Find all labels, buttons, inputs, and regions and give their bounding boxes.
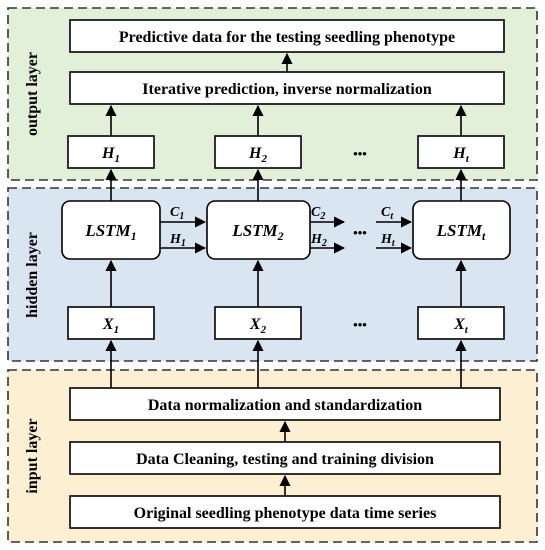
x-ellipsis: •••	[353, 317, 367, 332]
original-data-text: Original seedling phenotype data time se…	[134, 505, 437, 522]
output-ellipsis: •••	[353, 146, 367, 161]
iterative-prediction-text: Iterative prediction, inverse normalizat…	[142, 81, 432, 98]
x-node-2-label: X2	[249, 316, 267, 336]
x-node-t-label: Xt	[453, 316, 469, 336]
h-node-t-label: Ht	[452, 145, 469, 165]
iterative-prediction-box	[69, 71, 505, 105]
c2-label: C2	[311, 205, 325, 222]
output-layer-label: output layer	[24, 52, 41, 136]
h-node-2	[214, 135, 302, 169]
cleaning-box	[69, 441, 501, 475]
predictive-data-box	[69, 19, 505, 53]
lstm-cell-t-label: LSTMt	[436, 221, 486, 243]
normalization-box	[69, 387, 501, 421]
hidden-ellipsis: •••	[353, 225, 367, 240]
lstm-cell-2-label: LSTM2	[231, 221, 283, 243]
h1-label: H1	[169, 232, 186, 249]
predictive-data-text: Predictive data for the testing seedling…	[119, 29, 455, 46]
input-layer-label: input layer	[24, 418, 41, 493]
h-node-2-label: H2	[248, 145, 267, 165]
original-data-box	[69, 495, 501, 529]
x-node-1-label: X1	[102, 316, 119, 336]
h-node-1-label: H1	[101, 145, 120, 165]
ct-label: Ct	[381, 205, 394, 222]
ht-label: Ht	[380, 232, 396, 249]
lstm-cell-1-label: LSTM1	[84, 221, 136, 243]
hidden-layer-label: hidden layer	[24, 232, 41, 318]
x-node-t	[417, 306, 505, 340]
normalization-text: Data normalization and standardization	[148, 397, 422, 414]
c1-label: C1	[170, 205, 184, 222]
h-node-t	[417, 135, 505, 169]
h2-label: H2	[310, 232, 327, 249]
cleaning-text: Data Cleaning, testing and training divi…	[136, 451, 434, 468]
